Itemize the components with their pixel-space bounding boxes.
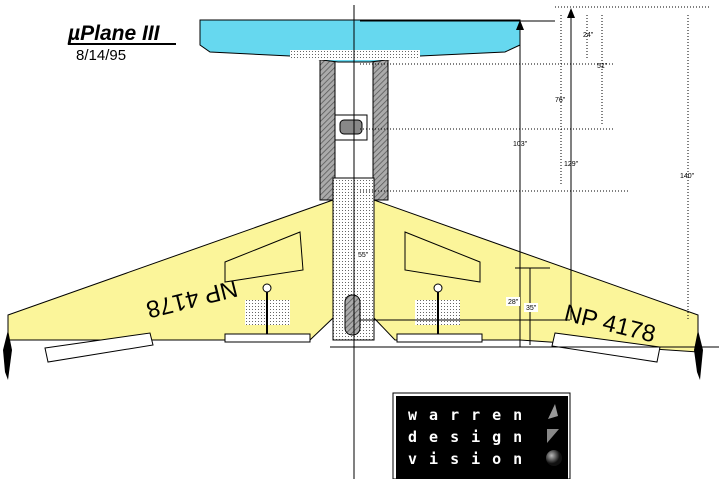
date: 8/14/95: [76, 47, 126, 64]
dim-76: 76": [555, 97, 566, 104]
right-tail-boom: [372, 54, 389, 201]
left-wing-panel: [224, 231, 304, 283]
right-gear-icon: [433, 283, 443, 293]
dim-103: 103": [513, 141, 528, 148]
elevator: [290, 50, 420, 60]
sphere-icon: [546, 450, 562, 466]
left-gear-plate: [224, 333, 311, 343]
dim-28: 28": [508, 299, 519, 306]
tail-skid: [344, 294, 361, 336]
pyramid-icon: [548, 404, 558, 419]
dim-35: 35": [526, 305, 537, 312]
dim-140: 140": [680, 173, 695, 180]
triangle-icon: [547, 429, 559, 443]
right-gear-plate: [396, 333, 483, 343]
servo-body: [339, 119, 363, 135]
dim-24: 24": [583, 32, 594, 39]
left-wingtip: [3, 330, 12, 380]
title: µPlane III: [67, 22, 161, 45]
dimension-guides: [360, 6, 710, 320]
right-wing-panel: [404, 231, 481, 283]
dim-51: 51": [597, 63, 608, 70]
left-aileron: [44, 332, 154, 363]
dim-55: 55": [358, 252, 369, 259]
dimension-lines: [360, 10, 572, 347]
dim-129: 129": [564, 161, 579, 168]
left-gear-icon: [262, 283, 272, 293]
right-wingtip: [694, 330, 703, 380]
